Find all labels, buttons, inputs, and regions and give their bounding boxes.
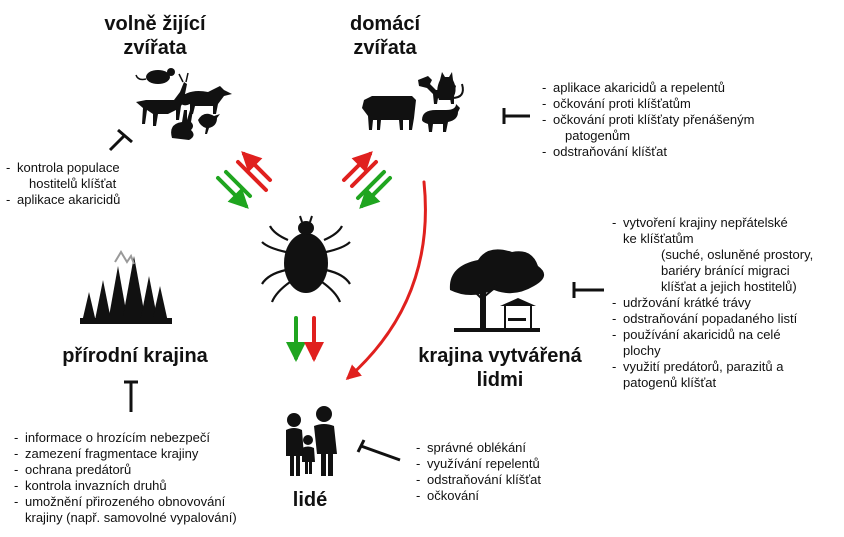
garden-tree-icon: [450, 249, 544, 332]
arrow-red-wild-to-tick: [244, 154, 270, 180]
tick-icon: [262, 216, 350, 302]
inhibitor-human-landscape: [574, 282, 604, 298]
wild-animals-silhouette-icon: [136, 68, 232, 140]
inhibitor-people: [358, 440, 400, 460]
farm-animals-silhouette-icon: [362, 72, 463, 132]
inhibitor-domestic-animals: [504, 108, 530, 124]
family-icon: [286, 406, 337, 476]
forest-icon: [80, 252, 172, 324]
arrow-green-tick-to-wild: [218, 178, 246, 206]
inhibitor-natural-landscape: [124, 382, 138, 412]
inhibitor-wild-animals: [110, 130, 132, 150]
arrow-red-domestic-to-tick: [344, 154, 370, 180]
arrow-red-domestic-to-people: [348, 182, 425, 378]
